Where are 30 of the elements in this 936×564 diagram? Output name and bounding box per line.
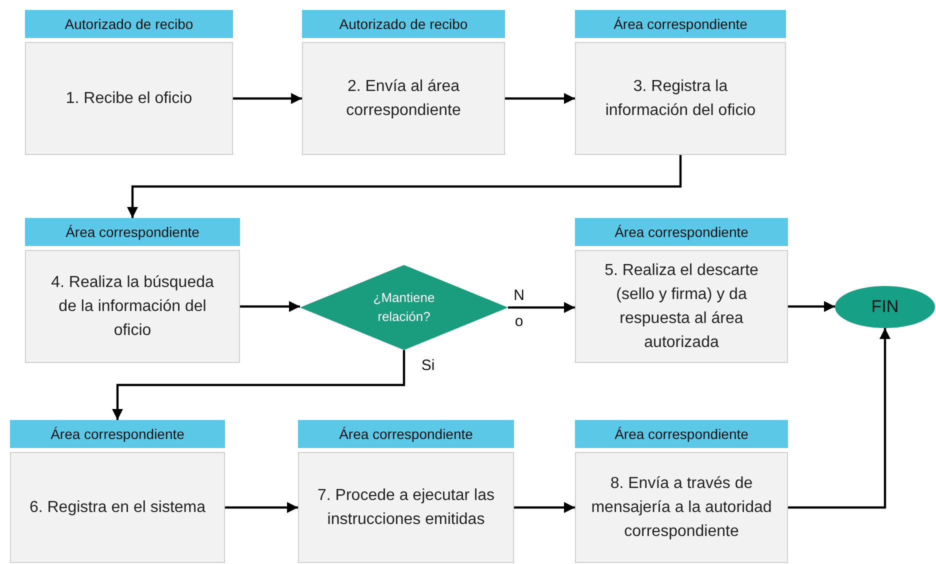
arrow (505, 93, 575, 104)
role-header: Área correspondiente (10, 420, 225, 448)
arrow (788, 328, 890, 509)
process-box: 8. Envía a través de mensajería a la autoridad correspondiente (575, 452, 788, 563)
arrow (514, 502, 575, 513)
arrow (225, 502, 298, 513)
process-box: 3. Registra la información del oficio (575, 42, 786, 155)
arrow (112, 350, 406, 420)
process-box: 5. Realiza el descarte (sello y firma) y da respuesta al área autorizada (575, 250, 788, 363)
process-box: 4. Realiza la búsqueda de la información del oficio (25, 250, 240, 363)
role-header: Área correspondiente (575, 218, 788, 246)
arrow (508, 302, 575, 313)
arrow (233, 93, 302, 104)
role-header: Área correspondiente (575, 420, 788, 448)
arrow (127, 155, 682, 218)
process-box: 6. Registra en el sistema (10, 452, 225, 563)
role-header: Área correspondiente (575, 10, 786, 38)
edge-label: Si (420, 356, 436, 376)
process-box: 7. Procede a ejecutar las instrucciones emitidas (298, 452, 514, 563)
arrow (240, 301, 300, 312)
decision-label: ¿Mantiene relación? (372, 289, 436, 326)
end-terminal: FIN (835, 286, 935, 328)
role-header: Autorizado de recibo (302, 10, 505, 38)
role-header: Área correspondiente (298, 420, 514, 448)
role-header: Autorizado de recibo (25, 10, 233, 38)
role-header: Área correspondiente (25, 218, 240, 246)
arrow (788, 301, 835, 312)
process-box: 2. Envía al área correspondiente (302, 42, 505, 155)
process-box: 1. Recibe el oficio (25, 42, 233, 155)
edge-label: No (513, 286, 525, 332)
